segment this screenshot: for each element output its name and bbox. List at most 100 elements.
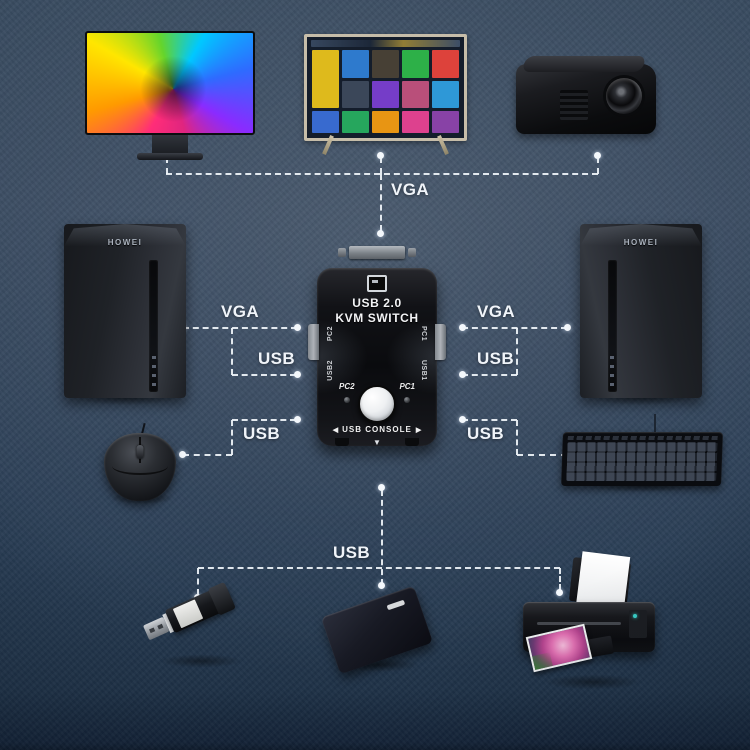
projector-lens	[606, 78, 642, 114]
tv-app-tile	[312, 111, 339, 133]
connector-dot	[378, 484, 385, 491]
vga-port-pc2	[308, 324, 319, 360]
label-vga-left: VGA	[221, 302, 260, 321]
tv-app-tile	[312, 50, 339, 108]
dashed-line	[380, 174, 382, 231]
mouse	[102, 422, 178, 503]
tv-app-tile	[402, 50, 429, 78]
port-label-usb2: USB2	[327, 360, 334, 381]
kvm-switch-body: USB 2.0 KVM SWITCH PC2 PC1 USB2 USB1 PC2…	[308, 268, 446, 447]
label-usb-right-upper: USB	[477, 349, 515, 368]
usb-console-label: ◀ USB CONSOLE ▶	[317, 425, 437, 434]
arrow-right-icon: ▶	[415, 426, 422, 434]
connector-dot	[294, 371, 301, 378]
tv-app-tile	[402, 111, 429, 133]
tower-drive-bay	[149, 260, 158, 392]
connector-dot	[459, 324, 466, 331]
tv-app-grid	[312, 50, 459, 133]
projector-top	[521, 56, 647, 72]
kvm-title-line1: USB 2.0	[352, 296, 402, 310]
smart-tv	[304, 34, 467, 159]
dashed-line	[232, 374, 296, 376]
tower-front-ports	[152, 352, 156, 386]
tv-app-tile	[372, 111, 399, 133]
monitor-stand	[152, 135, 188, 155]
tv-app-tile	[432, 111, 459, 133]
arrow-left-icon: ◀	[332, 426, 339, 434]
flash-cap	[207, 581, 236, 616]
front-label-pc2: PC2	[339, 382, 355, 391]
dashed-line	[183, 327, 297, 329]
label-vga-right: VGA	[477, 302, 516, 321]
usb-console-text: USB CONSOLE	[342, 425, 412, 434]
led-pc1	[404, 397, 410, 403]
connector-dot	[294, 416, 301, 423]
tv-app-tile	[342, 111, 369, 133]
tv-app-tile	[342, 50, 369, 78]
label-vga-top: VGA	[391, 180, 430, 199]
dashed-line	[516, 328, 518, 375]
connector-dot	[594, 152, 601, 159]
connector-dot	[459, 416, 466, 423]
mouse-scroll-wheel	[136, 445, 144, 459]
kvm-switch-title: USB 2.0 KVM SWITCH	[317, 296, 437, 326]
port-label-usb1: USB1	[420, 360, 427, 381]
keyboard	[561, 414, 723, 487]
kvm-foot	[335, 438, 349, 446]
label-usb-right-lower: USB	[467, 424, 505, 443]
dashed-line	[462, 374, 517, 376]
monitor	[85, 31, 255, 160]
tv-app-tile	[372, 80, 399, 108]
front-label-pc1: PC1	[399, 382, 415, 391]
connector-dot	[459, 371, 466, 378]
dashed-line	[198, 567, 560, 569]
shadow	[146, 652, 256, 670]
dashed-line	[166, 173, 598, 175]
dashed-line	[462, 327, 567, 329]
projector-vents	[524, 82, 550, 122]
dashed-line	[232, 419, 296, 421]
tv-app-tile	[432, 80, 459, 108]
kvm-title-line2: KVM SWITCH	[335, 311, 419, 325]
connector-dot	[378, 582, 385, 589]
kvm-switch: USB 2.0 KVM SWITCH PC2 PC1 USB2 USB1 PC2…	[308, 244, 446, 456]
external-hard-drive	[318, 585, 436, 678]
tower-logo: HOWEI	[107, 238, 143, 247]
dashed-line	[517, 454, 567, 456]
tv-statusbar	[311, 40, 460, 47]
usb-b-port	[367, 275, 387, 292]
connector-dot	[179, 451, 186, 458]
flash-drive-body	[141, 581, 236, 644]
port-label-pc2: PC2	[327, 326, 334, 342]
pc-tower-left: HOWEI	[64, 224, 186, 398]
printer	[521, 551, 659, 688]
tv-app-tile	[372, 50, 399, 78]
label-usb-bottom: USB	[333, 543, 371, 562]
select-button	[358, 385, 396, 423]
tower-top	[64, 224, 186, 246]
dashed-line	[380, 157, 382, 174]
keyboard-keys	[566, 442, 718, 481]
dashed-line	[597, 157, 599, 174]
dashed-line	[183, 454, 232, 456]
usb-flash-drive	[142, 581, 258, 672]
pc-tower-right: HOWEI	[580, 224, 702, 398]
keyboard-function-row	[567, 436, 718, 440]
keyboard-body	[561, 432, 723, 486]
led-pc2	[344, 397, 350, 403]
kvm-foot	[405, 438, 419, 446]
tv-screen	[304, 34, 467, 141]
dashed-line	[516, 420, 518, 455]
vga-connector-top	[338, 246, 416, 259]
tower-logo: HOWEI	[623, 238, 659, 247]
printer-control-panel	[629, 610, 647, 638]
connector-dot	[564, 324, 571, 331]
shadow	[528, 672, 658, 692]
projector-grille	[560, 90, 588, 120]
port-label-pc1: PC1	[420, 326, 427, 342]
tv-app-tile	[432, 50, 459, 78]
dashed-line	[231, 328, 233, 375]
connector-dot	[294, 324, 301, 331]
tv-app-tile	[402, 80, 429, 108]
